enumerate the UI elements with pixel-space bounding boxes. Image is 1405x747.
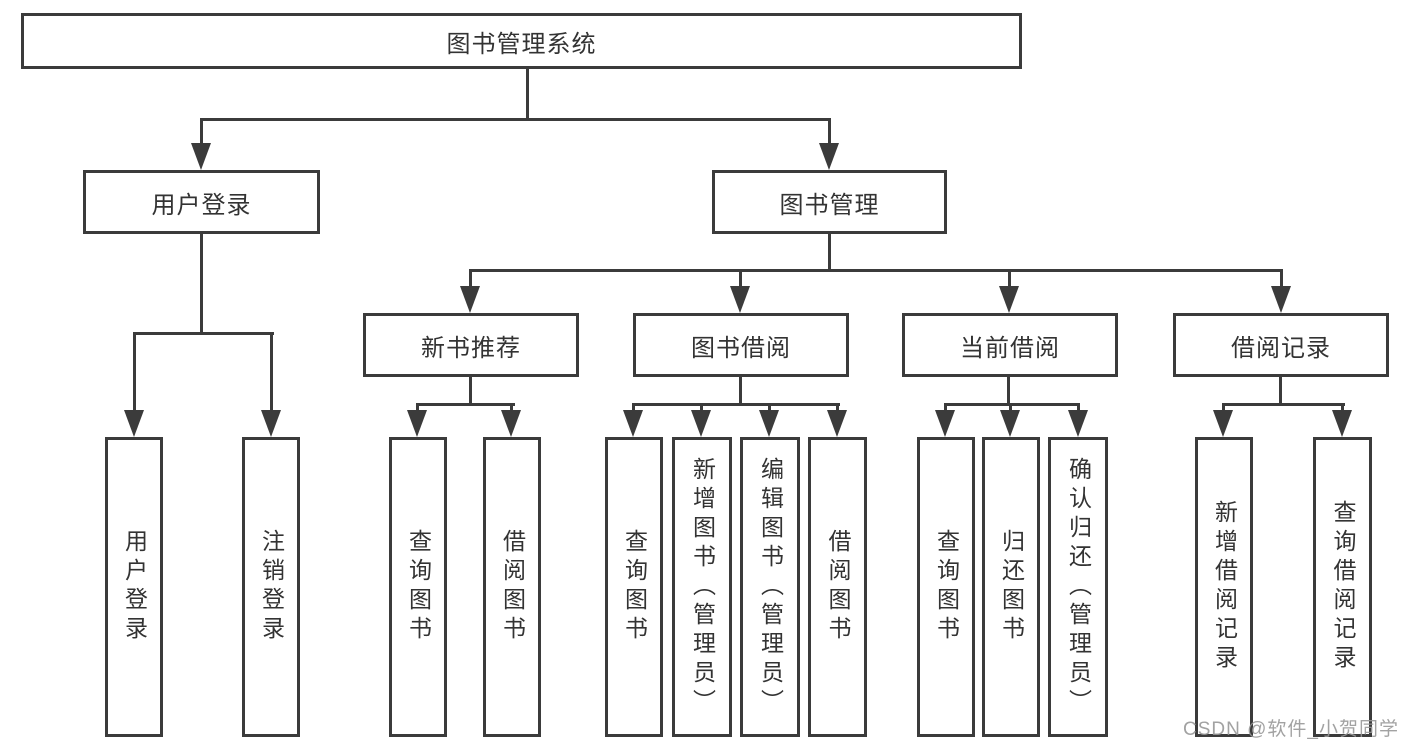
connector-line — [632, 403, 635, 415]
connector-line — [510, 403, 513, 415]
connector-line — [1279, 377, 1282, 406]
connector-arrow — [691, 410, 711, 437]
csdn-watermark: CSDN @软件_小贺同学 — [1183, 719, 1399, 740]
connector-line — [828, 118, 831, 148]
node-label: 借阅图书 — [499, 529, 526, 645]
node-book-borrowing: 图书借阅 — [633, 313, 849, 377]
connector-arrow — [1068, 410, 1088, 437]
connector-arrow — [1000, 410, 1020, 437]
leaf-query-book-current: 查询图书 — [917, 437, 975, 737]
connector-arrow — [730, 286, 750, 313]
leaf-add-book-admin: 新增图书（管理员） — [672, 437, 732, 737]
node-borrowing-records: 借阅记录 — [1173, 313, 1389, 377]
connector-line — [768, 403, 771, 415]
connector-arrow — [935, 410, 955, 437]
connector-line — [469, 377, 472, 406]
connector-line — [632, 403, 840, 406]
connector-line — [1280, 269, 1283, 289]
node-label: 注销登录 — [258, 529, 285, 645]
node-label: 新书推荐 — [421, 334, 521, 362]
node-label: 用户登录 — [151, 191, 252, 219]
leaf-return-book: 归还图书 — [982, 437, 1040, 737]
connector-arrow — [1271, 286, 1291, 313]
leaf-query-book-borrowing: 查询图书 — [605, 437, 663, 737]
node-label: 查询借阅记录 — [1330, 500, 1356, 674]
connector-line — [836, 403, 839, 415]
node-label: 查询图书 — [621, 529, 648, 645]
connector-arrow — [501, 410, 521, 437]
connector-line — [469, 269, 472, 289]
leaf-user-login: 用户登录 — [105, 437, 163, 737]
connector-line — [1222, 403, 1225, 415]
connector-arrow — [623, 410, 643, 437]
connector-line — [133, 332, 274, 335]
node-library-management-system: 图书管理系统 — [21, 13, 1022, 69]
connector-arrow — [261, 410, 281, 437]
leaf-borrow-book-borrowing: 借阅图书 — [808, 437, 867, 737]
connector-arrow — [124, 410, 144, 437]
node-label: 归还图书 — [998, 529, 1025, 645]
connector-line — [1341, 403, 1344, 415]
node-label: 新增借阅记录 — [1211, 500, 1238, 674]
leaf-add-borrow-record: 新增借阅记录 — [1195, 437, 1253, 737]
node-book-management: 图书管理 — [712, 170, 947, 234]
leaf-confirm-return-admin: 确认归还（管理员） — [1048, 437, 1108, 737]
connector-line — [200, 234, 203, 335]
leaf-query-book-recommend: 查询图书 — [389, 437, 447, 737]
connector-arrow — [999, 286, 1019, 313]
connector-line — [1009, 403, 1012, 415]
connector-line — [416, 403, 515, 406]
node-label: 新增图书（管理员） — [689, 456, 716, 718]
connector-arrow — [827, 410, 847, 437]
connector-line — [1077, 403, 1080, 415]
node-label: 图书管理系统 — [446, 30, 597, 58]
connector-line — [469, 269, 1283, 272]
connector-arrow — [1332, 410, 1352, 437]
node-label: 借阅图书 — [825, 529, 851, 645]
connector-arrow — [191, 143, 211, 170]
leaf-query-borrow-record: 查询借阅记录 — [1313, 437, 1372, 737]
connector-line — [200, 118, 831, 121]
connector-arrow — [1213, 410, 1233, 437]
connector-line — [200, 118, 203, 148]
connector-arrow — [759, 410, 779, 437]
connector-line — [133, 332, 136, 414]
leaf-borrow-book-recommend: 借阅图书 — [483, 437, 541, 737]
connector-arrow — [819, 143, 839, 170]
connector-arrow — [407, 410, 427, 437]
leaf-edit-book-admin: 编辑图书（管理员） — [740, 437, 800, 737]
node-label: 当前借阅 — [960, 334, 1060, 362]
leaf-logout-login: 注销登录 — [242, 437, 300, 737]
node-label: 借阅记录 — [1231, 334, 1331, 362]
connector-line — [828, 234, 831, 272]
node-label: 图书借阅 — [691, 334, 791, 362]
connector-line — [1222, 403, 1345, 406]
connector-line — [739, 377, 742, 406]
node-label: 查询图书 — [405, 529, 432, 645]
node-label: 查询图书 — [933, 529, 960, 645]
node-label: 编辑图书（管理员） — [757, 456, 784, 718]
connector-line — [416, 403, 419, 415]
node-new-book-recommendation: 新书推荐 — [363, 313, 579, 377]
connector-line — [1008, 269, 1011, 289]
connector-line — [944, 403, 1080, 406]
connector-line — [526, 69, 529, 121]
node-current-borrowing: 当前借阅 — [902, 313, 1118, 377]
connector-line — [739, 269, 742, 289]
connector-line — [944, 403, 947, 415]
connector-arrow — [460, 286, 480, 313]
node-label: 用户登录 — [121, 529, 148, 645]
node-label: 图书管理 — [779, 191, 880, 219]
node-label: 确认归还（管理员） — [1065, 456, 1092, 718]
node-user-login: 用户登录 — [83, 170, 320, 234]
connector-line — [270, 332, 273, 414]
connector-line — [700, 403, 703, 415]
connector-line — [1007, 377, 1010, 406]
